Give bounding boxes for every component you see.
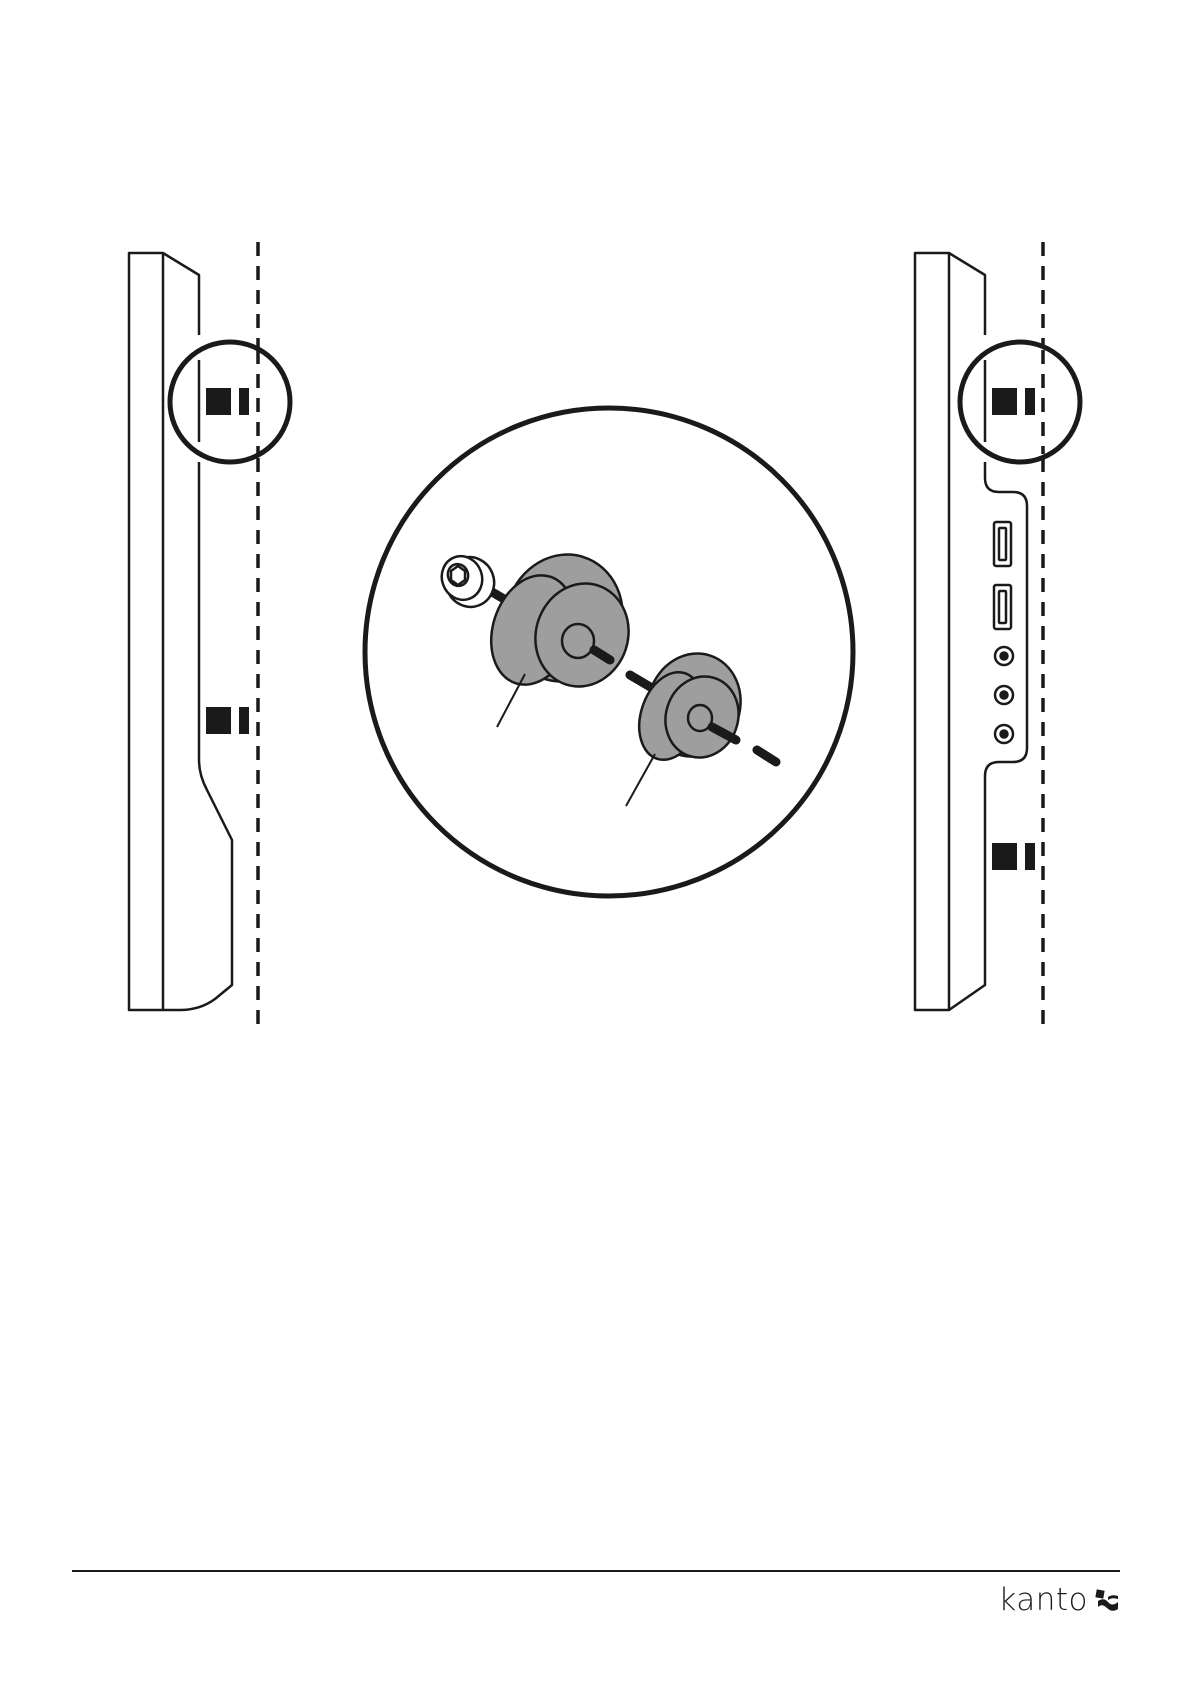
right-upper-mount-block — [992, 388, 1035, 415]
audio-jack-icon — [995, 725, 1013, 743]
hdmi-port-icon — [994, 522, 1011, 566]
brand-logo: kanto — [998, 1580, 1120, 1620]
hdmi-port-icon — [994, 585, 1011, 629]
audio-jack-icon — [995, 686, 1013, 704]
audio-jack-icon — [995, 647, 1013, 665]
left-lower-mount-block — [206, 707, 249, 734]
brand-wordmark: kanto — [998, 1582, 1088, 1618]
left-upper-mount-block — [206, 388, 249, 415]
right-lower-mount-block — [992, 843, 1035, 870]
footer-divider — [72, 1570, 1120, 1572]
right-ports — [994, 522, 1013, 743]
right-panel-outline — [915, 253, 949, 1010]
right-detail-circle — [960, 342, 1080, 462]
brand-mark-icon — [1094, 1587, 1120, 1613]
left-panel-outline — [129, 253, 163, 1010]
